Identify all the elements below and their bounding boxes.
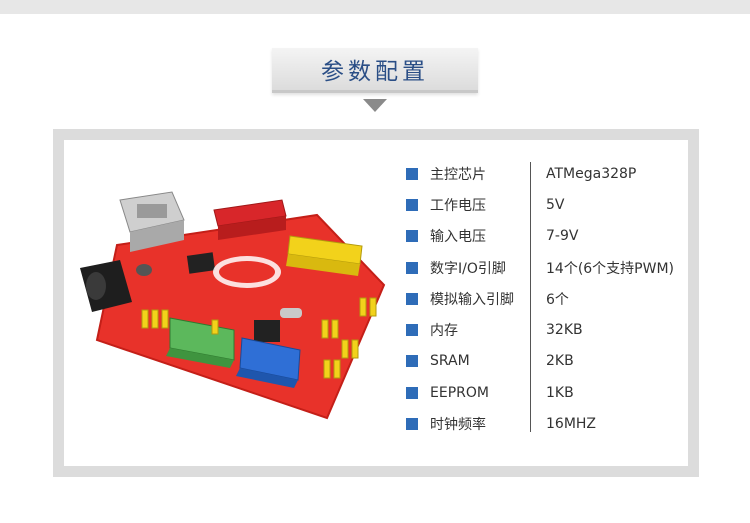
pin-header-icon [141,297,377,379]
spec-label: 工作电压 [430,197,486,214]
spec-label: 模拟输入引脚 [430,291,514,308]
square-bullet-icon [406,261,418,274]
square-bullet-icon [406,292,418,305]
square-bullet-icon [406,230,418,243]
spec-value: 16MHZ [546,416,597,433]
square-bullet-icon [406,198,418,211]
spec-row: 工作电压 5V [400,189,690,220]
spec-value: 14个(6个支持PWM) [546,260,675,277]
spec-label: 时钟频率 [430,417,486,434]
spec-row: 内存 32KB [400,314,690,345]
power-jack-icon [80,260,132,312]
section-title: 参数配置 [321,59,429,85]
spec-value: ATMega328P [546,165,637,182]
spec-row: 主控芯片 ATMega328P [400,158,690,189]
spec-value: 2KB [546,353,574,370]
spec-row: 模拟输入引脚 6个 [400,283,690,314]
top-header-red-icon [213,199,287,240]
spec-label: EEPROM [430,384,489,401]
spec-row: SRAM 2KB [400,346,690,377]
spec-value: 6个 [546,291,569,308]
spec-value: 7-9V [546,228,579,245]
spec-label: SRAM [430,353,470,370]
usb-port-icon [119,191,185,252]
spec-label: 输入电压 [430,229,486,246]
spec-list: 主控芯片 ATMega328P 工作电压 5V 输入电压 7-9V 数字I/O引… [400,158,690,440]
square-bullet-icon [406,386,418,399]
blue-header-icon [236,337,301,388]
spec-row: 时钟频率 16MHZ [400,408,690,439]
square-bullet-icon [406,167,418,180]
section-title-tab: 参数配置 [272,48,478,93]
top-band [0,0,750,14]
spec-label: 数字I/O引脚 [430,260,506,277]
spec-label: 内存 [430,323,458,340]
spec-row: EEPROM 1KB [400,377,690,408]
square-bullet-icon [406,418,418,431]
board-image [80,191,386,420]
chip-icon [186,252,216,274]
square-bullet-icon [406,355,418,368]
chip-icon [254,320,280,342]
spec-label: 主控芯片 [430,166,486,183]
spec-divider [530,162,531,432]
down-arrow-icon [363,99,387,112]
square-bullet-icon [406,324,418,337]
capacitor-icon [136,264,152,276]
spec-row: 输入电压 7-9V [400,221,690,252]
spec-value: 32KB [546,322,583,339]
spec-row: 数字I/O引脚 14个(6个支持PWM) [400,252,690,283]
logo-badge-icon [213,256,281,288]
crystal-icon [280,308,302,318]
spec-value: 1KB [546,384,574,401]
top-header-yellow-icon [286,235,363,276]
spec-value: 5V [546,196,565,213]
